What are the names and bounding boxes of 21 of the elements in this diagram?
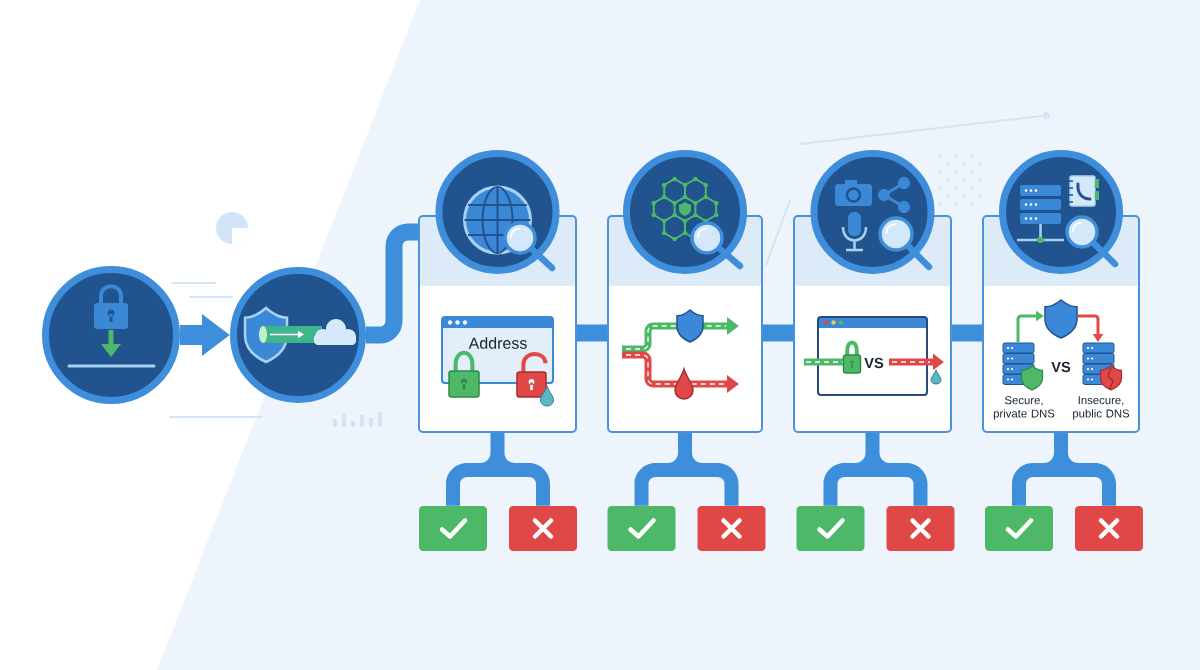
pass-tile — [419, 506, 487, 551]
browser-window: VS — [817, 316, 928, 396]
fail-tile — [697, 506, 766, 551]
pass-tile — [985, 506, 1053, 551]
pipe-connector — [577, 324, 607, 342]
step-circle — [42, 266, 180, 404]
pipe-connector — [952, 324, 982, 342]
pipe-connector — [366, 223, 418, 344]
vs-label: VS — [1051, 361, 1071, 373]
branch-connector — [634, 433, 739, 506]
pass-tile — [796, 506, 865, 551]
server-caption: Insecure, public DNS — [1073, 396, 1130, 420]
branch-connector — [1012, 433, 1116, 506]
fail-tile — [1075, 506, 1143, 551]
fail-tile — [509, 506, 577, 551]
branch-connector — [446, 433, 550, 506]
server-caption: Secure, private DNS — [993, 396, 1055, 420]
branch-connector — [823, 433, 928, 506]
pass-tile — [607, 506, 676, 551]
pipe-connector — [763, 324, 793, 342]
fail-tile — [886, 506, 955, 551]
